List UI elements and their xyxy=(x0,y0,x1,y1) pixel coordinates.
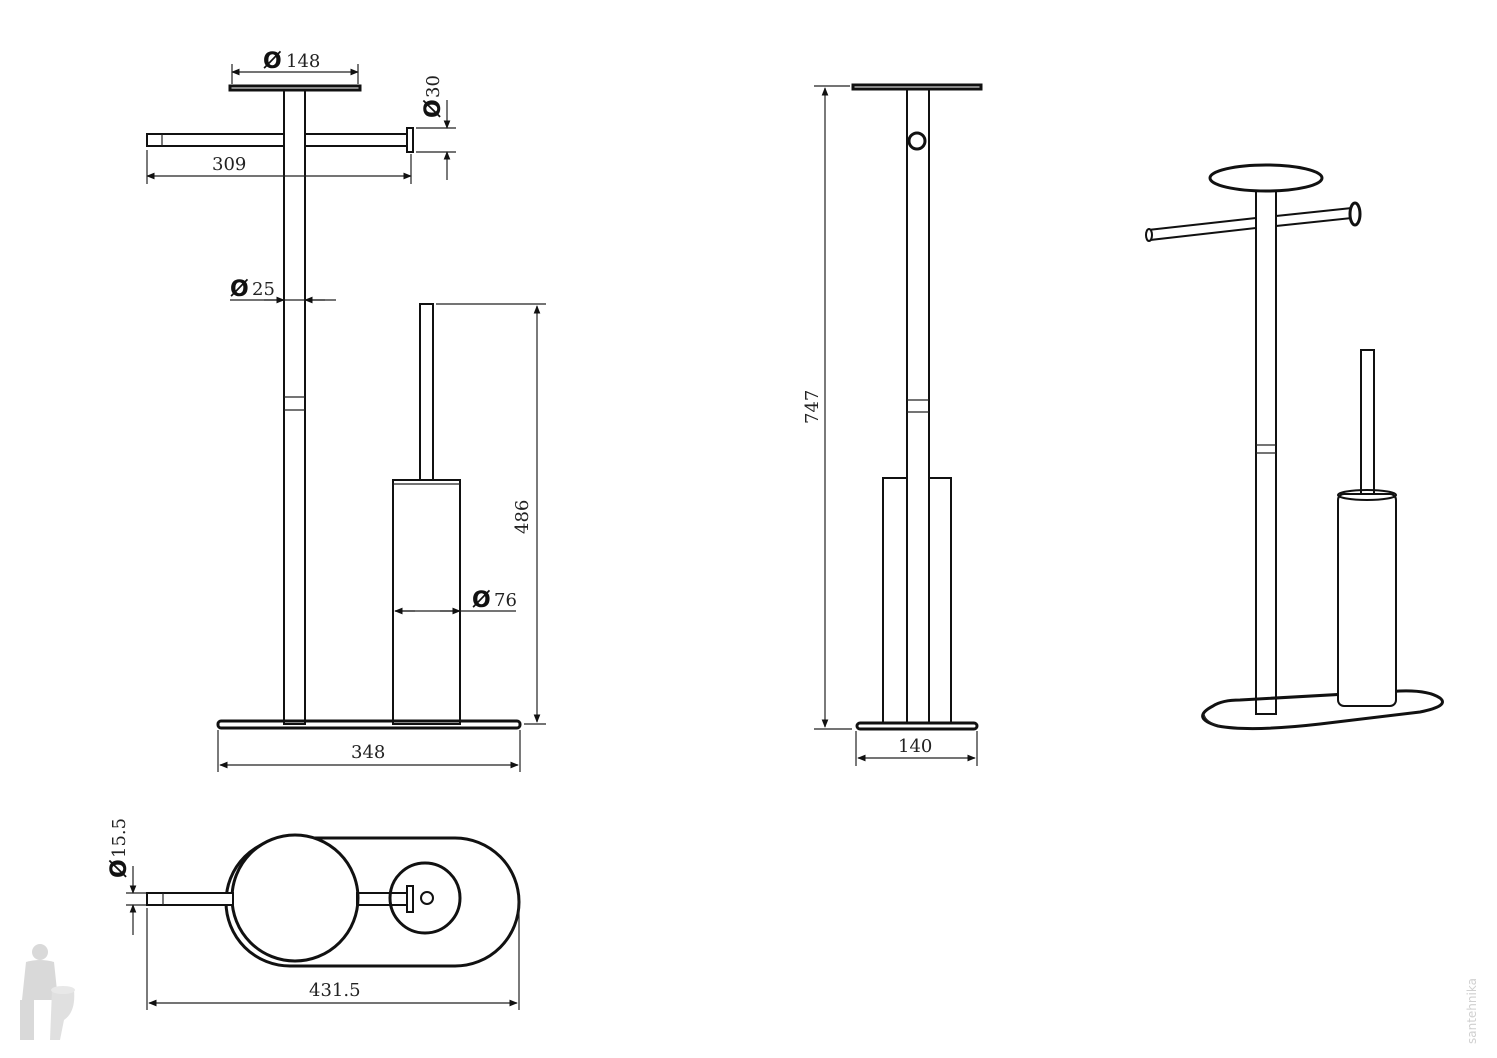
top-arm-right xyxy=(356,892,408,906)
side-base xyxy=(855,721,979,731)
top-arm-cap xyxy=(406,885,414,913)
front-view: Ø 148 309 Ø 30 Ø 25 486 Ø 76 xyxy=(146,49,546,772)
persp-pole xyxy=(1255,187,1277,715)
front-pole xyxy=(283,89,306,725)
top-brush-cup xyxy=(388,861,462,935)
front-arm-cap xyxy=(406,127,414,153)
front-arm-right xyxy=(304,133,408,147)
perspective-view xyxy=(1145,163,1444,731)
watermark-text: santehnika xyxy=(1465,978,1479,1044)
dim-arm-symbol: Ø xyxy=(421,99,446,118)
front-brush-cup xyxy=(392,479,461,725)
side-pole xyxy=(906,88,930,724)
dim-cup-value: 76 xyxy=(494,590,517,611)
front-base xyxy=(216,719,522,730)
dim-pole-symbol: Ø xyxy=(230,277,249,302)
side-cup-right xyxy=(928,477,952,724)
side-cup-left xyxy=(882,477,908,724)
dim-top-length: 431.5 xyxy=(309,980,361,1001)
dim-shelf-symbol: Ø xyxy=(263,49,282,74)
persp-base xyxy=(1201,689,1444,731)
persp-brush-cup xyxy=(1337,493,1397,707)
persp-arm-right xyxy=(1275,206,1353,228)
top-shelf xyxy=(230,833,360,963)
dim-arm-value: 30 xyxy=(423,75,444,98)
side-arm-end xyxy=(907,131,927,151)
persp-brush-handle xyxy=(1360,349,1375,497)
dim-arm-span: 309 xyxy=(212,154,246,175)
persp-arm-left xyxy=(1146,216,1257,242)
top-arm-left xyxy=(146,892,234,906)
top-brush-handle xyxy=(420,891,434,905)
persp-arm-cap xyxy=(1348,201,1362,227)
dim-endcap-value: 15.5 xyxy=(109,818,130,858)
front-arm-left xyxy=(146,133,285,147)
front-brush-handle xyxy=(419,303,434,481)
top-view: Ø 15.5 431.5 xyxy=(107,818,521,1010)
plumber-logo xyxy=(20,944,75,1040)
persp-shelf xyxy=(1208,163,1324,193)
dim-brush-height: 486 xyxy=(512,500,533,534)
dim-total-height: 747 xyxy=(802,390,823,424)
dim-pole-value: 25 xyxy=(252,279,275,300)
dim-base-depth: 140 xyxy=(898,736,932,757)
dim-endcap-symbol: Ø xyxy=(107,859,132,878)
dim-base-width: 348 xyxy=(351,742,385,763)
side-view: 747 140 xyxy=(802,83,983,766)
dim-shelf-value: 148 xyxy=(286,51,320,72)
dim-cup-symbol: Ø xyxy=(472,588,491,613)
top-base-outline xyxy=(224,836,521,968)
